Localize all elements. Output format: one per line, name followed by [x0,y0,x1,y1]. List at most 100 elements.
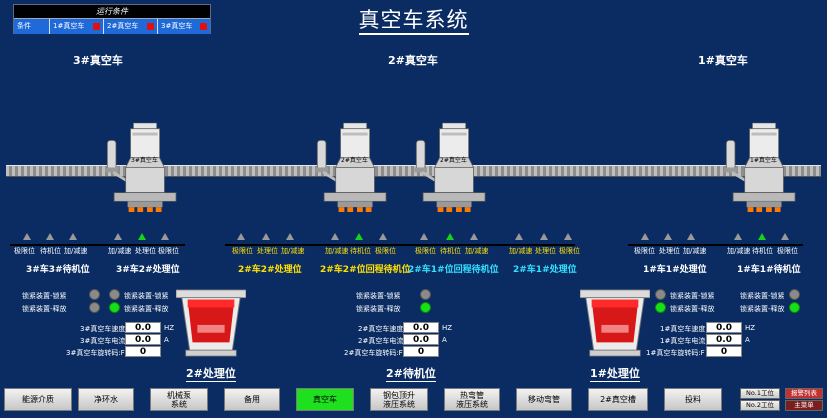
position-label: 待机位 [440,247,461,255]
position-label: 待机位 [752,247,773,255]
car1-current-value: 0.0 [706,334,742,345]
lock-status-lamp [89,289,100,300]
position-label: 处理位 [535,247,556,255]
position-indicator [687,233,695,240]
position-indicator [262,233,270,240]
lock-status-lamp [420,289,431,300]
position-label: 加/减速 [727,247,751,255]
nav-mech-pump[interactable]: 机械泵 系统 [150,388,208,411]
position-label: 加/减速 [108,247,132,255]
section-1-process: 1#处理位 [590,367,640,382]
release-status-lamp [109,302,120,313]
nav-feeding[interactable]: 投料 [664,388,722,411]
car3-current-label: 3#真空车电流 [80,337,126,345]
vacuum-car-2-alt[interactable]: 2#真空车 [406,120,506,212]
nav-clean-water[interactable]: 净环水 [78,388,134,411]
position-label: 待机位 [350,247,371,255]
vacuum-car-3[interactable]: 3#真空车 [97,120,197,212]
car3-current-value: 0.0 [125,334,161,345]
nav-mobile-bend[interactable]: 移动弯管 [516,388,572,411]
release-status-label: 锁紧装置-释放 [124,305,169,313]
car1-current-label: 1#真空车电流 [660,337,706,345]
condition-car2: 2#真空车 [104,19,158,34]
nav-hot-bend[interactable]: 热弯管 液压系统 [444,388,500,411]
work-station-1-button[interactable]: No.1工位 [740,388,780,399]
position-indicator [781,233,789,240]
position-line [628,244,803,246]
condition-car1: 1#真空车 [50,19,104,34]
station-2-return-standby: 2#车2#位回程待机位 [320,265,411,275]
position-indicator [69,233,77,240]
car1-encoder-value: 0 [706,346,742,357]
car2-encoder-label: 2#真空车旋转码:F [344,349,403,357]
release-status-lamp [89,302,100,313]
position-label: 加/减速 [325,247,349,255]
position-indicator [515,233,523,240]
run-conditions-header: 运行条件 [14,5,210,18]
nav-spare[interactable]: 备用 [224,388,280,411]
vacuum-car-2-alt-label: 2#真空车 [440,157,467,164]
position-indicator [161,233,169,240]
position-indicator-active [446,233,454,240]
unit-hz: HZ [164,324,175,332]
station-3-process: 3#车2#处理位 [116,265,180,275]
position-label: 极限位 [158,247,179,255]
condition-car3: 3#真空车 [158,19,210,34]
release-status-label: 锁紧装置-释放 [740,305,785,313]
position-indicator [286,233,294,240]
main-menu-button[interactable]: 主菜单 [785,400,823,411]
release-status-label: 锁紧装置-释放 [22,305,67,313]
position-indicator [379,233,387,240]
position-indicator [420,233,428,240]
vacuum-car-2[interactable]: 2#真空车 [307,120,407,212]
position-indicator [114,233,122,240]
vacuum-car-3-label: 3#真空车 [131,157,158,164]
station-2-process: 2#车2#处理位 [238,265,302,275]
run-conditions-panel: 运行条件 条件 1#真空车 2#真空车 3#真空车 [13,4,211,34]
position-indicator [641,233,649,240]
lock-status-label: 锁紧装置-锁紧 [22,292,67,300]
station-1-process: 1#车1#处理位 [643,265,707,275]
ladle-1-process[interactable] [580,286,650,358]
position-indicator [237,233,245,240]
section-2-standby: 2#待机位 [386,367,436,382]
position-label: 加/减速 [281,247,305,255]
lock-status-label: 锁紧装置-锁紧 [740,292,785,300]
lock-status-lamp [789,289,800,300]
nav-vacuum-car[interactable]: 真空车 [296,388,354,411]
position-indicator-active [758,233,766,240]
car1-encoder-label: 1#真空车旋转码:F [646,349,705,357]
work-station-2-button[interactable]: No.2工位 [740,400,780,411]
vacuum-car-1[interactable]: 1#真空车 [716,120,816,212]
release-status-label: 锁紧装置-释放 [356,305,401,313]
position-indicator [23,233,31,240]
car1-name: 1#真空车 [698,54,748,67]
position-line [10,244,185,246]
station-1-return-standby: 2#车1#位回程待机位 [408,265,499,275]
release-status-lamp [655,302,666,313]
position-label: 极限位 [634,247,655,255]
position-indicator [564,233,572,240]
vacuum-car-1-label: 1#真空车 [750,157,777,164]
position-label: 加/减速 [683,247,707,255]
nav-vacuum-vessel-2[interactable]: 2#真空槽 [588,388,648,411]
position-indicator [331,233,339,240]
position-label: 极限位 [14,247,35,255]
position-indicator [46,233,54,240]
nav-energy-media[interactable]: 能源介质 [4,388,72,411]
condition-led [147,23,154,30]
release-status-lamp [420,302,431,313]
ladle-2-process[interactable] [176,286,246,358]
lock-status-label: 锁紧装置-锁紧 [670,292,715,300]
section-2-process: 2#处理位 [186,367,236,382]
position-label: 极限位 [559,247,580,255]
page-title: 真空车系统 [0,4,827,35]
track-rail [6,165,821,177]
alarm-list-button[interactable]: 报警列表 [785,388,823,399]
position-indicator [664,233,672,240]
position-indicator [540,233,548,240]
position-label: 处理位 [135,247,156,255]
unit-a: A [442,336,447,344]
nav-ladle-lift[interactable]: 钢包顶升 液压系统 [370,388,428,411]
position-label: 处理位 [659,247,680,255]
